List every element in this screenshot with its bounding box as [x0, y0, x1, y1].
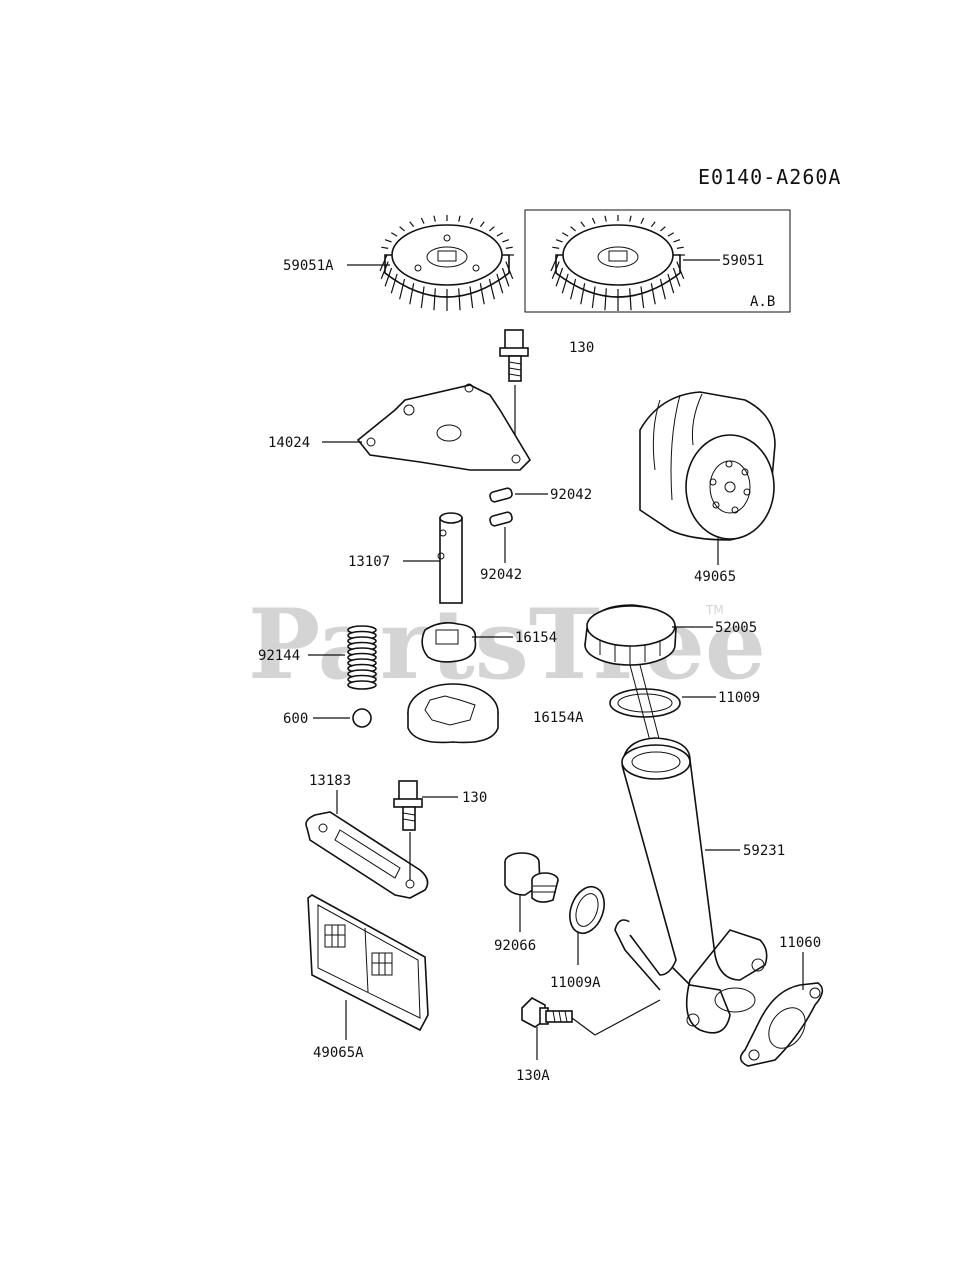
bolt-130A[interactable] [521, 997, 573, 1028]
label-600[interactable]: 600 [283, 711, 308, 727]
gear-59051[interactable] [550, 215, 685, 311]
label-49065A[interactable]: 49065A [313, 1045, 364, 1061]
gear-59051A[interactable] [379, 215, 514, 311]
oil-filter-49065[interactable] [639, 391, 776, 541]
diagram-code: E0140-A260A [698, 165, 841, 189]
label-16154A[interactable]: 16154A [533, 710, 584, 726]
label-16154[interactable]: 16154 [515, 630, 557, 646]
label-92042-a[interactable]: 92042 [550, 487, 592, 503]
label-14024[interactable]: 14024 [268, 435, 310, 451]
label-49065[interactable]: 49065 [694, 569, 736, 585]
inset-note: A.B [750, 294, 775, 310]
dowel-pin-92042-a[interactable] [489, 487, 513, 503]
inset-box [524, 209, 791, 313]
bolt-130-top[interactable] [499, 329, 529, 382]
label-92042-b[interactable]: 92042 [480, 567, 522, 583]
label-130-mid[interactable]: 130 [462, 790, 487, 806]
leader-130A-axis-2 [594, 999, 661, 1036]
gasket-11060[interactable] [739, 982, 824, 1067]
label-130-top[interactable]: 130 [569, 340, 594, 356]
label-52005[interactable]: 52005 [715, 620, 757, 636]
o-ring-11009[interactable] [609, 688, 681, 718]
bolt-130-mid[interactable] [393, 780, 423, 831]
label-59051A[interactable]: 59051A [283, 258, 334, 274]
bracket-13183[interactable] [305, 811, 429, 899]
washer-11009A[interactable] [564, 882, 610, 938]
label-13183[interactable]: 13183 [309, 773, 351, 789]
outer-rotor-16154A[interactable] [407, 683, 499, 744]
label-59051[interactable]: 59051 [722, 253, 764, 269]
cover-plate-14024[interactable] [356, 383, 532, 471]
shaft-13107[interactable] [437, 512, 463, 604]
strainer-49065A[interactable] [307, 894, 429, 1032]
label-11009[interactable]: 11009 [718, 690, 760, 706]
label-130A[interactable]: 130A [516, 1068, 550, 1084]
trademark: TM [705, 603, 724, 617]
label-92066[interactable]: 92066 [494, 938, 536, 954]
label-59231[interactable]: 59231 [743, 843, 785, 859]
label-92144[interactable]: 92144 [258, 648, 300, 664]
label-11060[interactable]: 11060 [779, 935, 821, 951]
spring-92144[interactable] [347, 625, 377, 690]
label-11009A[interactable]: 11009A [550, 975, 601, 991]
dowel-pin-92042-b[interactable] [489, 511, 513, 527]
ball-600[interactable] [352, 708, 372, 728]
leader-130A-axis [571, 1017, 596, 1036]
label-13107[interactable]: 13107 [348, 554, 390, 570]
rotor-16154[interactable] [421, 622, 477, 663]
watermark: PartsTree [248, 588, 766, 701]
filler-tube-59231[interactable] [614, 737, 768, 1034]
cap-52005[interactable] [584, 604, 677, 666]
plug-92066[interactable] [504, 852, 559, 903]
